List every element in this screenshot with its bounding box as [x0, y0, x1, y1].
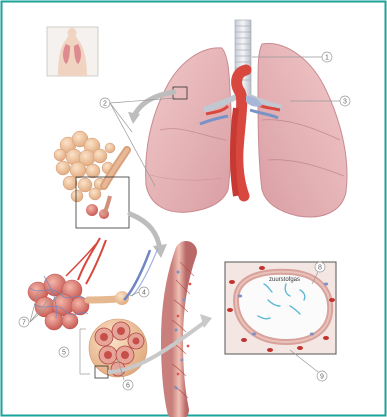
- svg-text:3: 3: [343, 99, 347, 106]
- svg-text:7: 7: [22, 320, 26, 327]
- svg-text:2: 2: [103, 101, 107, 108]
- callout-1: 1: [322, 52, 332, 62]
- callout-4: 4: [139, 287, 149, 297]
- svg-text:5: 5: [62, 350, 66, 357]
- alveolar-sac-cutaway: [89, 319, 147, 377]
- svg-text:1: 1: [325, 55, 329, 62]
- callout-9: 9: [317, 371, 327, 381]
- callout-6: 6: [123, 380, 133, 390]
- callout-7: 7: [19, 317, 29, 327]
- svg-text:4: 4: [142, 290, 146, 297]
- callout-8: 8: [315, 262, 325, 272]
- callout-5: 5: [59, 347, 69, 357]
- torso-thumbnail-icon: [47, 27, 98, 76]
- svg-text:8: 8: [318, 265, 322, 272]
- svg-text:6: 6: [126, 383, 130, 390]
- callout-2: 2: [100, 98, 110, 108]
- oxygen-gas-label: zuurstofgas: [269, 277, 300, 283]
- membrane-detail-panel: zuurstofgas: [225, 262, 336, 354]
- svg-text:9: 9: [320, 374, 324, 381]
- callout-3: 3: [340, 96, 350, 106]
